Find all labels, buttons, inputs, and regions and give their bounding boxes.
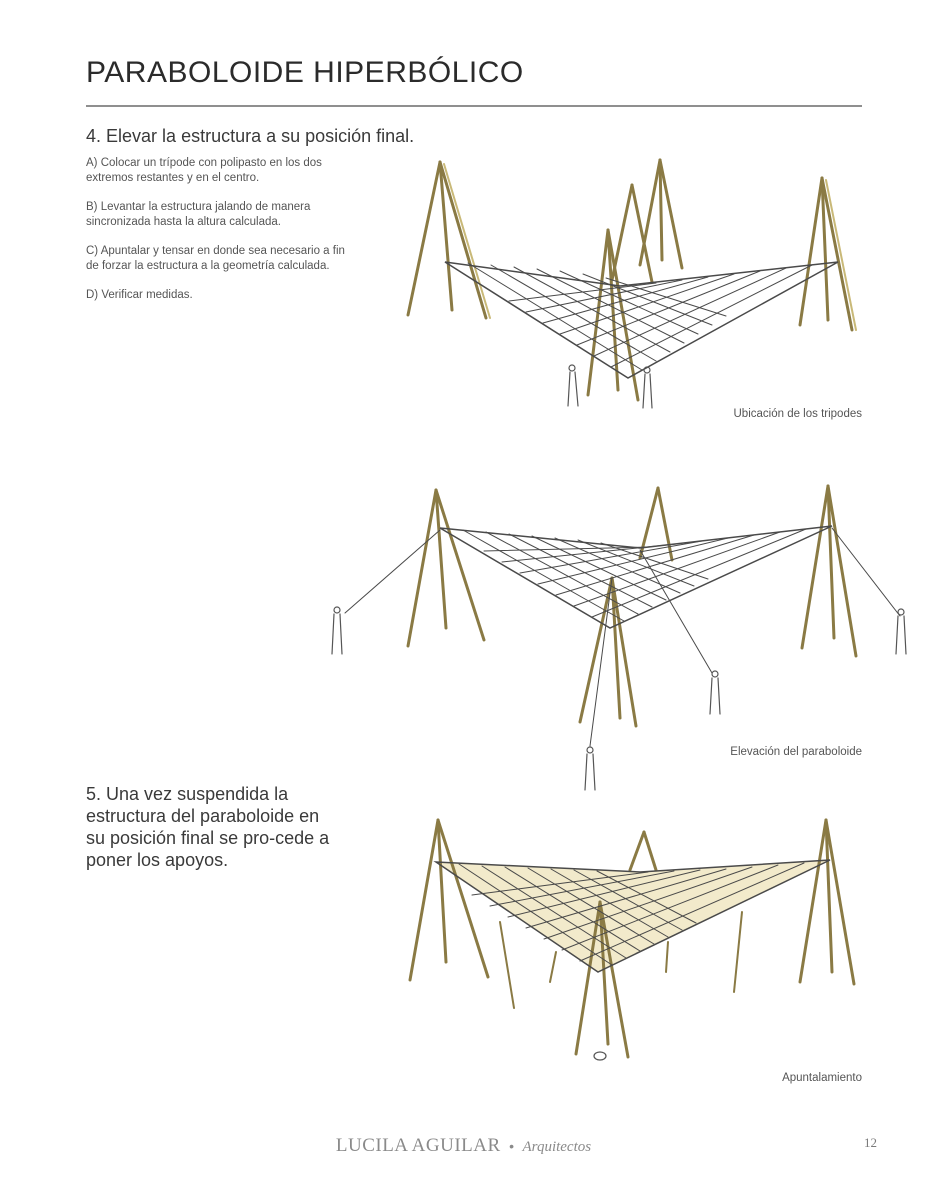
step-4-list: A) Colocar un trípode con polipasto en l… <box>86 156 346 318</box>
step-4-number: 4. <box>86 126 102 146</box>
sketch-paraboloid-elevation <box>331 484 907 791</box>
footer-brand-name: LUCILA AGUILAR <box>335 1135 501 1156</box>
step-4-title: Elevar la estructura a su posición final… <box>106 126 415 146</box>
footer-brand: LUCILA AGUILAR • Arquitectos <box>0 1135 927 1157</box>
step-4-item-b: B) Levantar la estructura jalando de man… <box>86 201 311 228</box>
caption-tripod-locations: Ubicación de los tripodes <box>733 408 863 420</box>
sketch-tripod-locations <box>406 158 857 409</box>
footer-brand-subtitle: Arquitectos <box>522 1139 592 1155</box>
caption-paraboloid-elevation: Elevación del paraboloide <box>730 746 862 758</box>
step-4-item-d: D) Verificar medidas. <box>86 289 193 301</box>
page-number: 12 <box>864 1135 877 1150</box>
step-5-number: 5. <box>86 784 102 804</box>
page-title: PARABOLOIDE HIPERBÓLICO <box>86 56 524 89</box>
caption-shoring: Apuntalamiento <box>782 1072 862 1084</box>
step-5-text: Una vez suspendida la estructura del par… <box>86 784 330 870</box>
step-4-heading: 4. Elevar la estructura a su posición fi… <box>86 125 446 147</box>
footer-separator: • <box>509 1138 515 1154</box>
title-divider <box>86 105 862 107</box>
step-4-item-a: A) Colocar un trípode con polipasto en l… <box>86 157 322 184</box>
step-4-item-c: C) Apuntalar y tensar en donde sea neces… <box>86 245 345 272</box>
sketch-shoring <box>408 818 856 1061</box>
step-5-paragraph: 5. Una vez suspendida la estructura del … <box>86 783 336 871</box>
